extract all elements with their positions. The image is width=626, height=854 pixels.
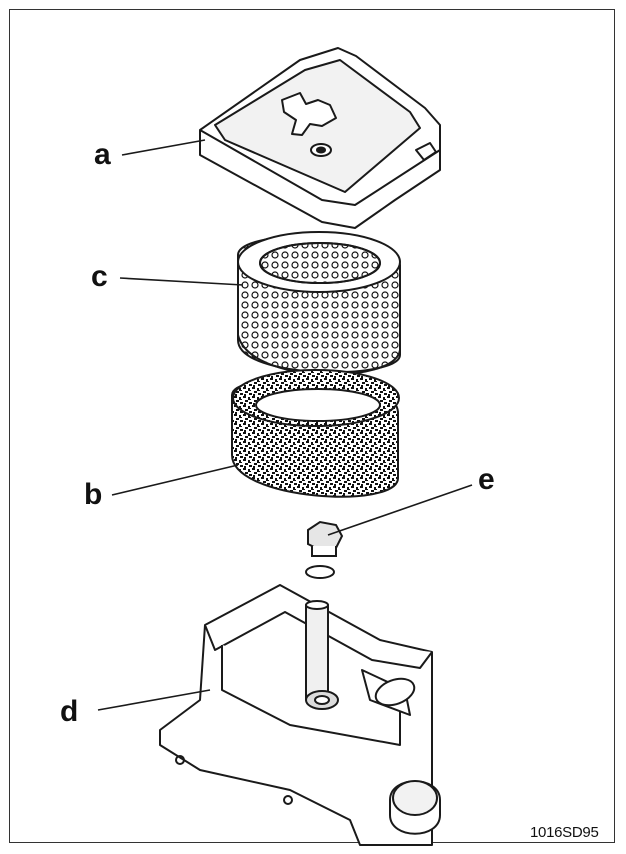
leader-lines — [97, 139, 473, 711]
figure-frame — [9, 9, 615, 843]
cover-part — [199, 47, 441, 229]
foam-prefilter — [231, 369, 400, 498]
callout-e: e — [478, 463, 495, 496]
leader-b — [111, 464, 239, 496]
callout-a: a — [94, 138, 111, 171]
leader-c — [119, 277, 244, 286]
valve-part — [305, 520, 344, 579]
filter-element — [237, 231, 401, 376]
callout-c: c — [91, 260, 108, 293]
figure-code: 1016SD95 — [530, 824, 599, 841]
leader-e — [327, 484, 473, 536]
leader-d — [97, 689, 211, 711]
callout-b: b — [84, 478, 103, 511]
leader-a — [121, 139, 206, 156]
housing-part — [159, 584, 441, 846]
callout-d: d — [60, 695, 79, 728]
